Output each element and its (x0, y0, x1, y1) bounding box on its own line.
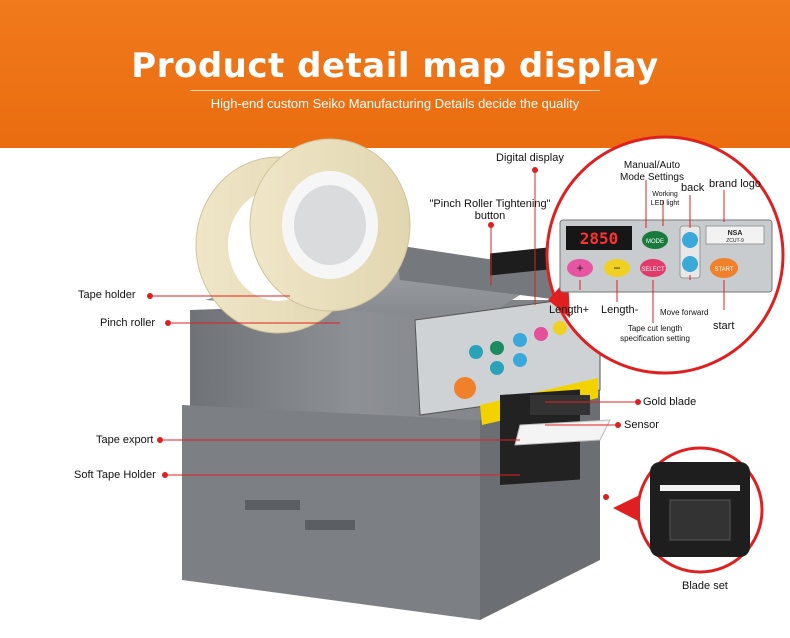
label-pinch-roller-tightening-line2: button (474, 210, 506, 222)
label-tape-cut-length: Tape cut length specification setting (605, 324, 705, 344)
svg-text:−: − (613, 261, 620, 275)
banner-divider (190, 90, 600, 91)
zoom-select-button-label: SELECT (641, 267, 665, 273)
zoom-brand-text: NSA (728, 230, 743, 237)
blade-set-zoom (613, 446, 764, 574)
label-tape-cut-length-line2: specification setting (620, 334, 690, 343)
banner-title: Product detail map display (131, 46, 659, 86)
label-pinch-roller-tightening: "Pinch Roller Tightening" button (420, 198, 560, 222)
label-brand-logo: brand logo (709, 178, 761, 190)
label-move-forward: Move forward (660, 308, 709, 317)
callout-lines (150, 170, 725, 476)
label-tape-cut-length-line1: Tape cut length (627, 324, 683, 333)
zoom-model-text: ZCUT-9 (726, 238, 744, 244)
label-manual-auto: Manual/Auto Mode Settings (612, 160, 692, 184)
label-gold-blade: Gold blade (643, 396, 697, 408)
label-back: back (681, 182, 705, 194)
header-banner: Product detail map display High-end cust… (0, 0, 790, 148)
label-working-led-line2: LED light (650, 200, 680, 207)
label-pinch-roller-tightening-line1: "Pinch Roller Tightening" (429, 198, 551, 210)
label-pinch-roller: Pinch roller (100, 317, 156, 329)
label-soft-tape-holder: Soft Tape Holder (74, 469, 156, 481)
label-manual-auto-line2: Mode Settings (620, 172, 684, 183)
label-sensor: Sensor (624, 419, 659, 431)
label-length-minus: Length- (601, 304, 639, 316)
label-manual-auto-line1: Manual/Auto (623, 160, 681, 171)
label-tape-export: Tape export (96, 434, 154, 446)
banner-subtitle: High-end custom Seiko Manufacturing Deta… (210, 96, 580, 111)
zoom-mode-button-label: MODE (646, 239, 664, 245)
label-tape-holder: Tape holder (78, 289, 136, 301)
label-blade-set: Blade set (682, 580, 728, 592)
label-length-plus: Length+ (549, 304, 590, 316)
label-digital-display: Digital display (496, 152, 564, 164)
zoom-display-value: 2850 (580, 229, 619, 248)
callout-dots (147, 167, 641, 500)
zoom-start-button-label: START (714, 267, 733, 273)
label-working-led-line1: Working (652, 191, 678, 198)
label-working-led: Working LED light (645, 190, 685, 208)
tape-rolls (195, 138, 411, 334)
label-start: start (713, 320, 735, 332)
svg-text:+: + (576, 261, 583, 275)
